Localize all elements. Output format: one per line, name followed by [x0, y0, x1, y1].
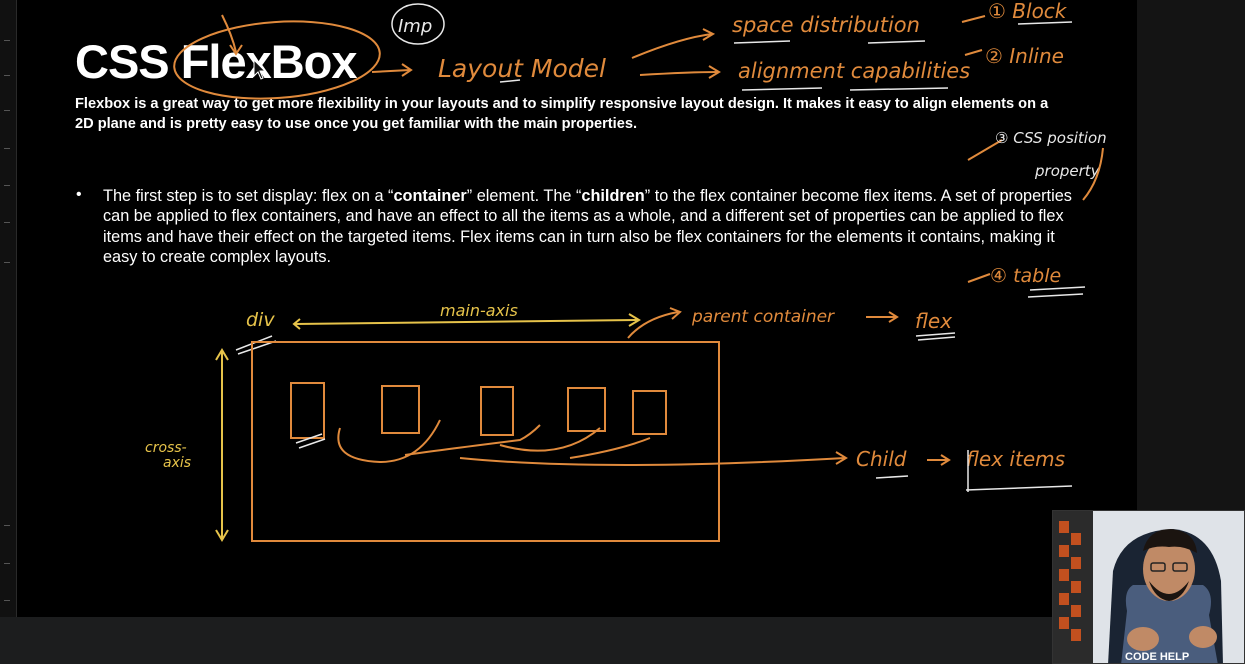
presenter-video — [1053, 511, 1245, 664]
hoodie-logo-text: CODE HELP — [1125, 651, 1189, 663]
bullet-paragraph: The first step is to set display: flex o… — [103, 186, 1083, 267]
slide-intro-text: Flexbox is a great way to get more flexi… — [75, 94, 1065, 134]
right-panel — [1137, 0, 1245, 510]
slide-title: CSS FlexBox — [75, 34, 357, 89]
bullet-text-part: The first step is to set display: flex o… — [103, 187, 393, 205]
gutter-mark — [4, 185, 10, 186]
gutter-mark — [4, 262, 10, 263]
slide-canvas[interactable] — [17, 0, 1137, 617]
bullet-keyword-children: children — [581, 187, 644, 205]
bullet-icon: • — [76, 186, 82, 204]
gutter-mark — [4, 110, 10, 111]
gutter-mark — [4, 40, 10, 41]
gutter-mark — [4, 525, 10, 526]
gutter-mark — [4, 148, 10, 149]
gutter-mark — [4, 75, 10, 76]
gutter-mark — [4, 563, 10, 564]
webcam-overlay: CODE HELP — [1052, 510, 1245, 664]
bullet-text-part: ” element. The “ — [467, 187, 582, 205]
left-gutter — [0, 0, 17, 620]
gutter-mark — [4, 600, 10, 601]
gutter-mark — [4, 222, 10, 223]
bullet-keyword-container: container — [393, 187, 466, 205]
